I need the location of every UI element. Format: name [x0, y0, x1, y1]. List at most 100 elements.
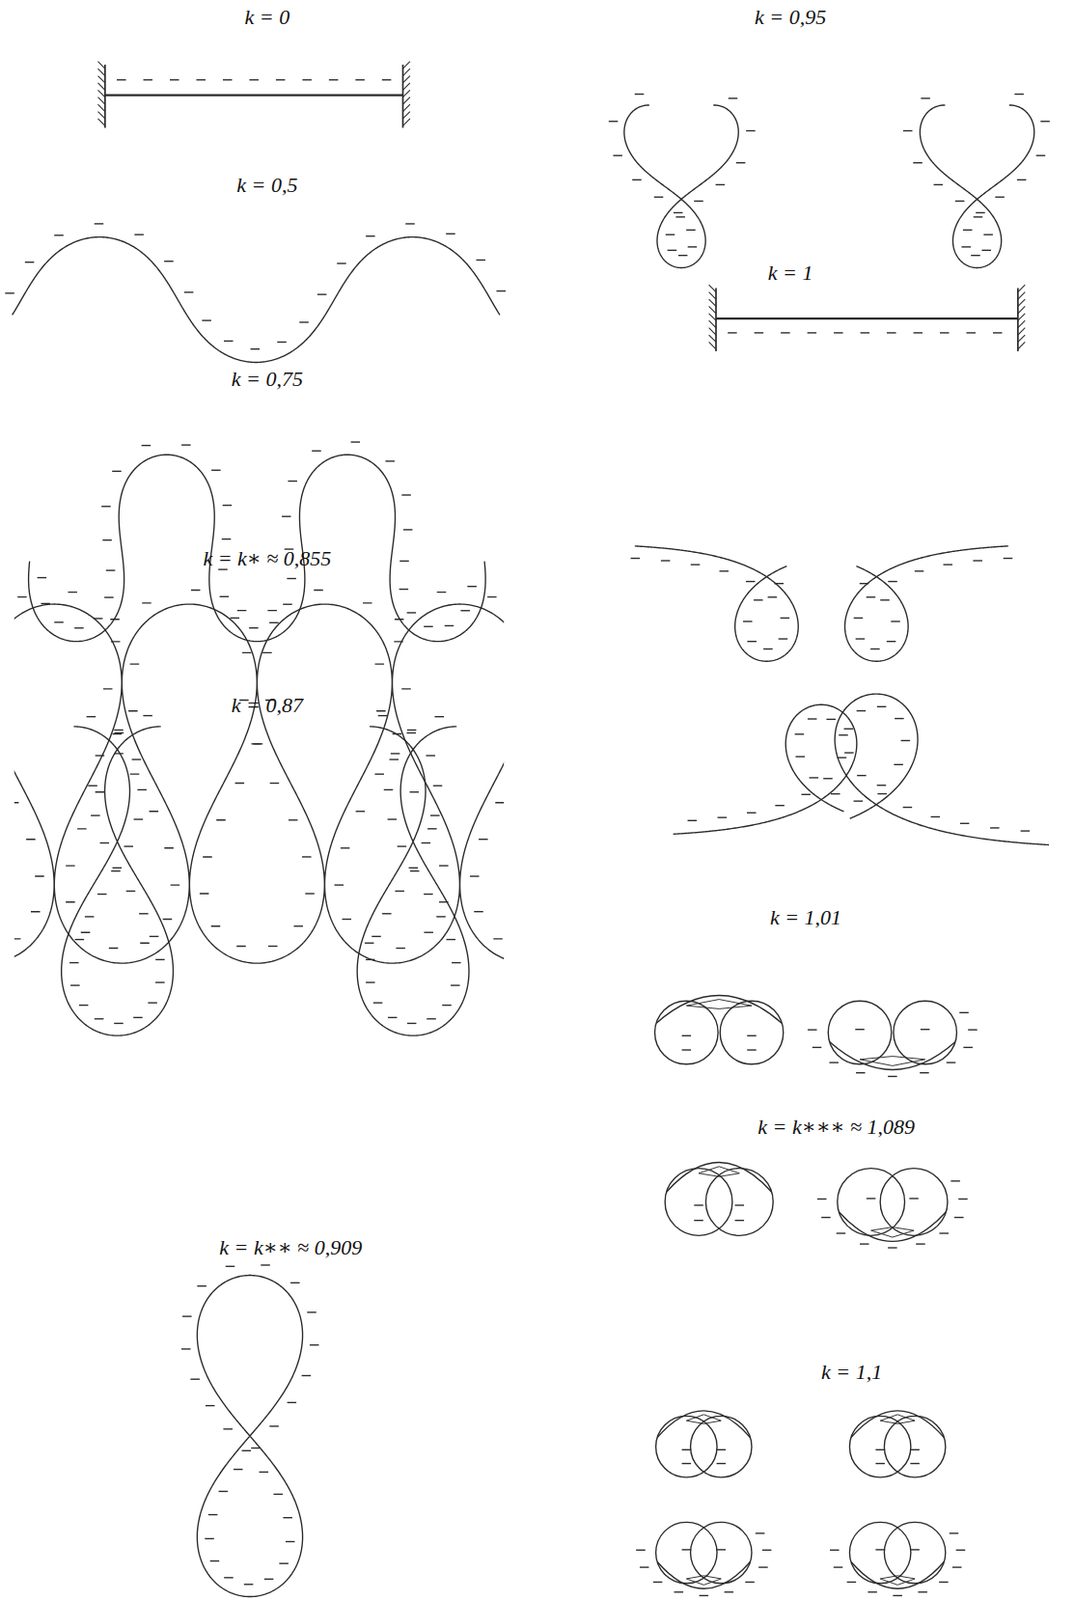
charge-mark — [833, 1566, 844, 1568]
wall-hatch — [1018, 284, 1025, 292]
rod-arc — [657, 1562, 750, 1590]
charge-mark — [65, 864, 76, 866]
rod-arc — [851, 1410, 944, 1438]
charge-mark — [356, 810, 366, 812]
charge-mark — [54, 234, 64, 236]
charge-mark — [955, 200, 965, 202]
charge-mark — [309, 1344, 320, 1346]
charge-mark — [423, 932, 434, 934]
charge-mark — [116, 79, 127, 81]
charge-mark — [364, 942, 375, 944]
charge-mark — [311, 450, 322, 452]
charge-mark — [164, 260, 174, 262]
charge-mark — [87, 785, 98, 787]
charge-mark — [778, 637, 789, 639]
charge-mark — [915, 1242, 926, 1244]
charge-mark — [407, 729, 417, 731]
charge-mark — [893, 764, 904, 766]
charge-mark — [244, 1583, 254, 1585]
charge-mark — [86, 716, 97, 717]
charge-mark — [838, 734, 849, 736]
wall-hatch — [1018, 313, 1025, 321]
charge-mark — [74, 627, 84, 629]
charge-mark — [201, 319, 212, 321]
charge-mark — [981, 249, 992, 251]
charge-mark — [875, 1548, 885, 1550]
charge-mark — [877, 793, 887, 795]
charge-mark — [716, 1462, 727, 1464]
charge-mark — [939, 331, 950, 333]
charge-mark — [970, 254, 981, 256]
charge-mark — [433, 785, 443, 787]
rod-loop — [880, 1168, 948, 1237]
charge-mark — [682, 1449, 692, 1451]
charge-mark — [313, 589, 324, 591]
charge-mark — [14, 801, 20, 803]
rod-loop — [655, 1000, 719, 1065]
charge-mark — [30, 910, 41, 912]
charge-mark — [401, 494, 412, 496]
charge-mark — [653, 1581, 663, 1583]
charge-mark — [446, 938, 457, 940]
charge-mark — [774, 804, 785, 806]
wall-hatch — [97, 118, 105, 126]
rod-straight — [716, 317, 1019, 320]
charge-mark — [104, 596, 114, 598]
charge-mark — [384, 789, 394, 791]
charge-mark — [181, 1348, 192, 1350]
wall-hatch — [1018, 299, 1025, 306]
charge-mark — [267, 609, 277, 611]
charge-mark — [340, 847, 351, 849]
charge-mark — [236, 945, 247, 947]
charge-mark — [495, 801, 504, 803]
charge-mark — [859, 1242, 870, 1244]
charge-mark — [220, 596, 230, 598]
charge-mark — [983, 233, 993, 235]
charge-mark — [276, 341, 287, 343]
charge-mark — [362, 602, 373, 604]
tension-line — [698, 1166, 740, 1177]
charge-mark — [394, 618, 405, 620]
charge-mark — [111, 470, 122, 472]
charge-mark — [844, 751, 854, 753]
charge-mark — [473, 910, 484, 912]
charge-mark — [833, 331, 844, 333]
charge-mark — [273, 1493, 283, 1495]
charge-mark — [436, 915, 446, 917]
charge-mark — [736, 162, 746, 164]
charge-mark — [632, 179, 642, 181]
rod-curve — [834, 693, 1049, 845]
wall-hatch — [97, 89, 105, 97]
charge-mark — [374, 772, 385, 774]
charge-mark — [909, 1462, 920, 1464]
charge-mark — [375, 662, 386, 664]
charge-mark — [807, 1028, 818, 1030]
charge-mark — [95, 791, 106, 793]
charge-mark — [334, 883, 345, 885]
wall-hatch — [97, 82, 105, 90]
charge-mark — [202, 855, 213, 857]
charge-mark — [133, 1017, 143, 1019]
charge-mark — [285, 1541, 296, 1543]
charge-mark — [753, 599, 764, 601]
charge-mark — [901, 740, 911, 742]
rod-arc — [657, 1410, 750, 1438]
charge-mark — [682, 1548, 692, 1550]
charge-mark — [270, 782, 280, 784]
charge-mark — [467, 585, 477, 587]
charge-mark — [304, 892, 315, 894]
charge-mark — [892, 1595, 903, 1597]
charge-mark — [351, 440, 361, 442]
charge-mark — [807, 331, 818, 333]
wall-hatch — [403, 68, 411, 76]
charge-mark — [204, 1538, 215, 1540]
charge-mark — [693, 1219, 704, 1221]
charge-mark — [399, 560, 410, 562]
charge-mark — [389, 758, 400, 760]
parameter-label: k = 1,1 — [821, 1360, 882, 1384]
rod-loop — [705, 1168, 773, 1237]
charge-mark — [110, 870, 121, 872]
charge-mark — [735, 1204, 745, 1206]
wall-hatch — [1018, 334, 1025, 342]
